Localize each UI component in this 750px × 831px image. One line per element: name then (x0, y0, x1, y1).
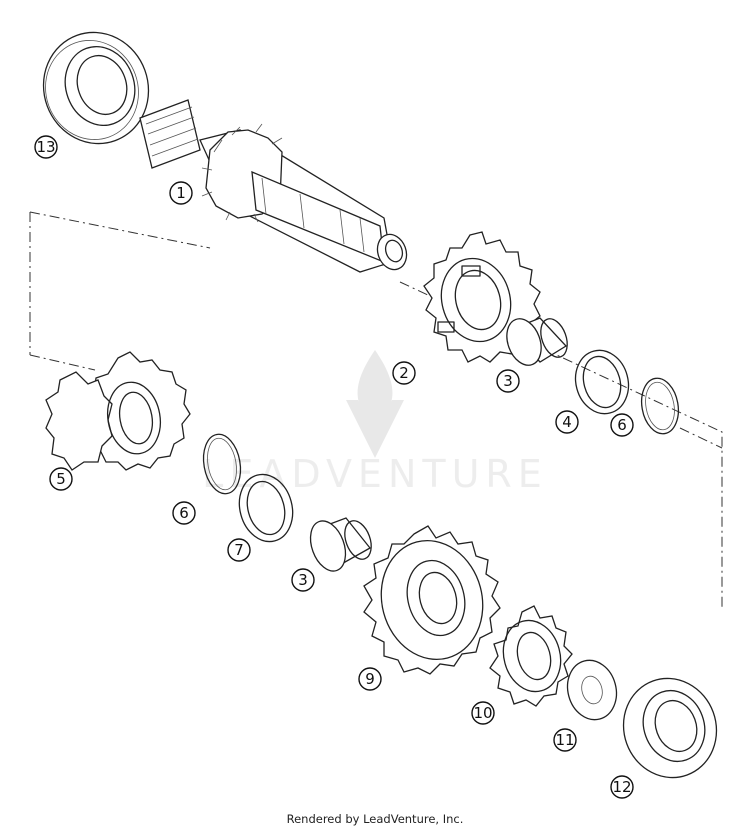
callout-6-lower[interactable]: 6 (172, 501, 196, 525)
assembly-dash-line (29, 211, 723, 610)
callout-3[interactable]: 3 (496, 369, 520, 393)
callout-1[interactable]: 1 (169, 181, 193, 205)
callout-9[interactable]: 9 (358, 667, 382, 691)
bushing-part-3-lower (309, 517, 372, 572)
callout-5[interactable]: 5 (49, 467, 73, 491)
callout-5-label: 5 (56, 470, 66, 488)
callout-9-label: 9 (365, 670, 375, 688)
callout-10-label: 10 (473, 704, 492, 722)
callout-6[interactable]: 6 (610, 413, 634, 437)
bearing-part-13 (42, 31, 150, 145)
callout-1-label: 1 (176, 184, 186, 202)
washer-part-4 (574, 349, 630, 415)
main-shaft-part-1 (139, 99, 408, 273)
bearing-part-12 (622, 677, 718, 779)
small-gear-part-10 (489, 605, 573, 707)
callout-6-label: 6 (617, 416, 627, 434)
large-gear-part-9 (363, 525, 501, 675)
callout-10[interactable]: 10 (471, 701, 495, 725)
callout-2[interactable]: 2 (392, 361, 416, 385)
double-gear-part-5 (45, 351, 191, 471)
washer-part-7 (238, 473, 294, 543)
callout-11[interactable]: 11 (553, 728, 577, 752)
callout-12-label: 12 (612, 778, 631, 796)
footer-credit: Rendered by LeadVenture, Inc. (286, 812, 464, 826)
callout-3-label: 3 (503, 372, 513, 390)
bushing-part-3 (506, 317, 568, 366)
callout-3-lower-label: 3 (298, 571, 308, 589)
callout-4-label: 4 (562, 413, 572, 431)
leadventure-watermark: LEADVENTURE (202, 350, 548, 496)
callout-13-label: 13 (36, 138, 55, 156)
callout-6-lower-label: 6 (179, 504, 189, 522)
callout-4[interactable]: 4 (555, 410, 579, 434)
circlip-part-6 (640, 377, 680, 435)
callout-3-lower[interactable]: 3 (291, 568, 315, 592)
callout-11-label: 11 (555, 731, 574, 749)
callout-7[interactable]: 7 (227, 538, 251, 562)
callout-12[interactable]: 12 (610, 775, 634, 799)
circlip-part-6-lower (202, 433, 242, 495)
callout-7-label: 7 (234, 541, 244, 559)
watermark-text: LEADVENTURE (202, 452, 548, 496)
callout-13[interactable]: 13 (34, 135, 58, 159)
callout-2-label: 2 (399, 364, 409, 382)
washer-part-11 (566, 659, 618, 721)
